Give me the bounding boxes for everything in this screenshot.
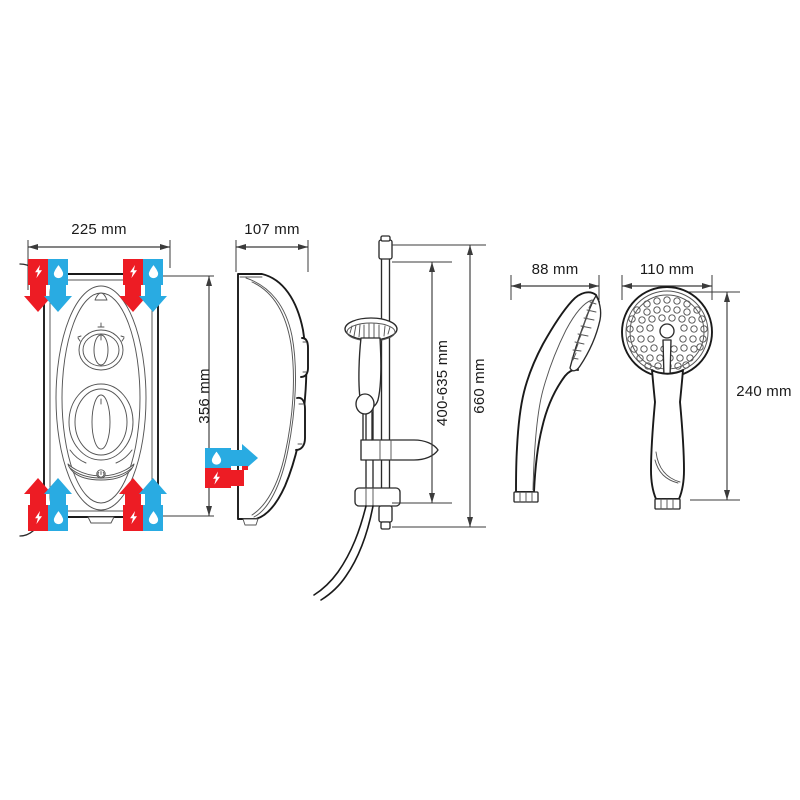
side-lower-knob: [295, 396, 306, 451]
side-body-highlight-1: [245, 277, 296, 518]
label-handset-width: 88 mm: [532, 261, 579, 278]
dimension-side-depth: [235, 240, 309, 272]
label-head-diameter: 110 mm: [640, 261, 694, 278]
front-facia-oval: [55, 285, 147, 511]
side-bottom-tab: [242, 518, 259, 526]
label-front-width: 225 mm: [71, 221, 126, 238]
front-view-group: [19, 240, 214, 537]
dimension-rail-total: [392, 244, 486, 528]
shower-hose-edge: [320, 505, 374, 601]
handset-front-view-group: [621, 275, 740, 510]
label-handset-length: 240 mm: [736, 383, 791, 400]
side-view-group: [205, 240, 309, 526]
handset-side-inner-line: [532, 299, 593, 491]
rail-lower-bracket: [354, 487, 401, 507]
handset-handle-outline: [650, 369, 685, 500]
temperature-selector-dial[interactable]: [77, 322, 125, 371]
handset-head-hub: [659, 323, 675, 339]
rail-bottom-cap: [378, 505, 393, 523]
rail-top-collar: [380, 235, 391, 242]
start-stop-button[interactable]: [67, 463, 135, 481]
rail-bottom-collar: [380, 521, 391, 530]
connection-badge-bottom-right: [119, 478, 167, 531]
rail-handset: [344, 317, 398, 441]
side-upper-knob: [300, 337, 309, 378]
rail-sliding-bracket[interactable]: [360, 439, 439, 461]
connection-badge-bottom-left: [24, 478, 72, 531]
label-rail-total: 660 mm: [471, 358, 488, 413]
handset-side-view-group: [510, 275, 602, 503]
handset-side-connector: [513, 491, 539, 503]
handset-nozzle-pattern: [626, 296, 708, 370]
front-bottom-tab: [87, 516, 115, 524]
side-body-highlight-2: [251, 281, 294, 516]
connection-badge-side: [205, 444, 258, 488]
dimension-head-diameter: [621, 275, 713, 300]
dimension-rail-slide-range: [392, 261, 452, 504]
rail-top-cap: [378, 239, 393, 260]
dimension-handset-width: [510, 275, 600, 300]
handset-handle-inner-line-2: [655, 451, 681, 483]
riser-rail-view-group: [313, 235, 486, 601]
shower-hose: [313, 505, 367, 596]
dimension-handset-length: [680, 291, 740, 501]
label-side-depth: 107 mm: [244, 221, 299, 238]
handset-side-nozzle-hatching: [571, 299, 597, 361]
connection-badge-top-left: [24, 259, 72, 312]
label-rail-slide-range: 400-635 mm: [434, 340, 451, 426]
handset-front-connector: [654, 498, 681, 510]
label-front-height: 356 mm: [196, 368, 213, 423]
power-mode-dial[interactable]: [68, 383, 134, 464]
front-indicator-triangle: [94, 292, 108, 301]
connection-badge-top-right: [119, 259, 167, 312]
handset-handle-inner-line: [654, 459, 679, 484]
